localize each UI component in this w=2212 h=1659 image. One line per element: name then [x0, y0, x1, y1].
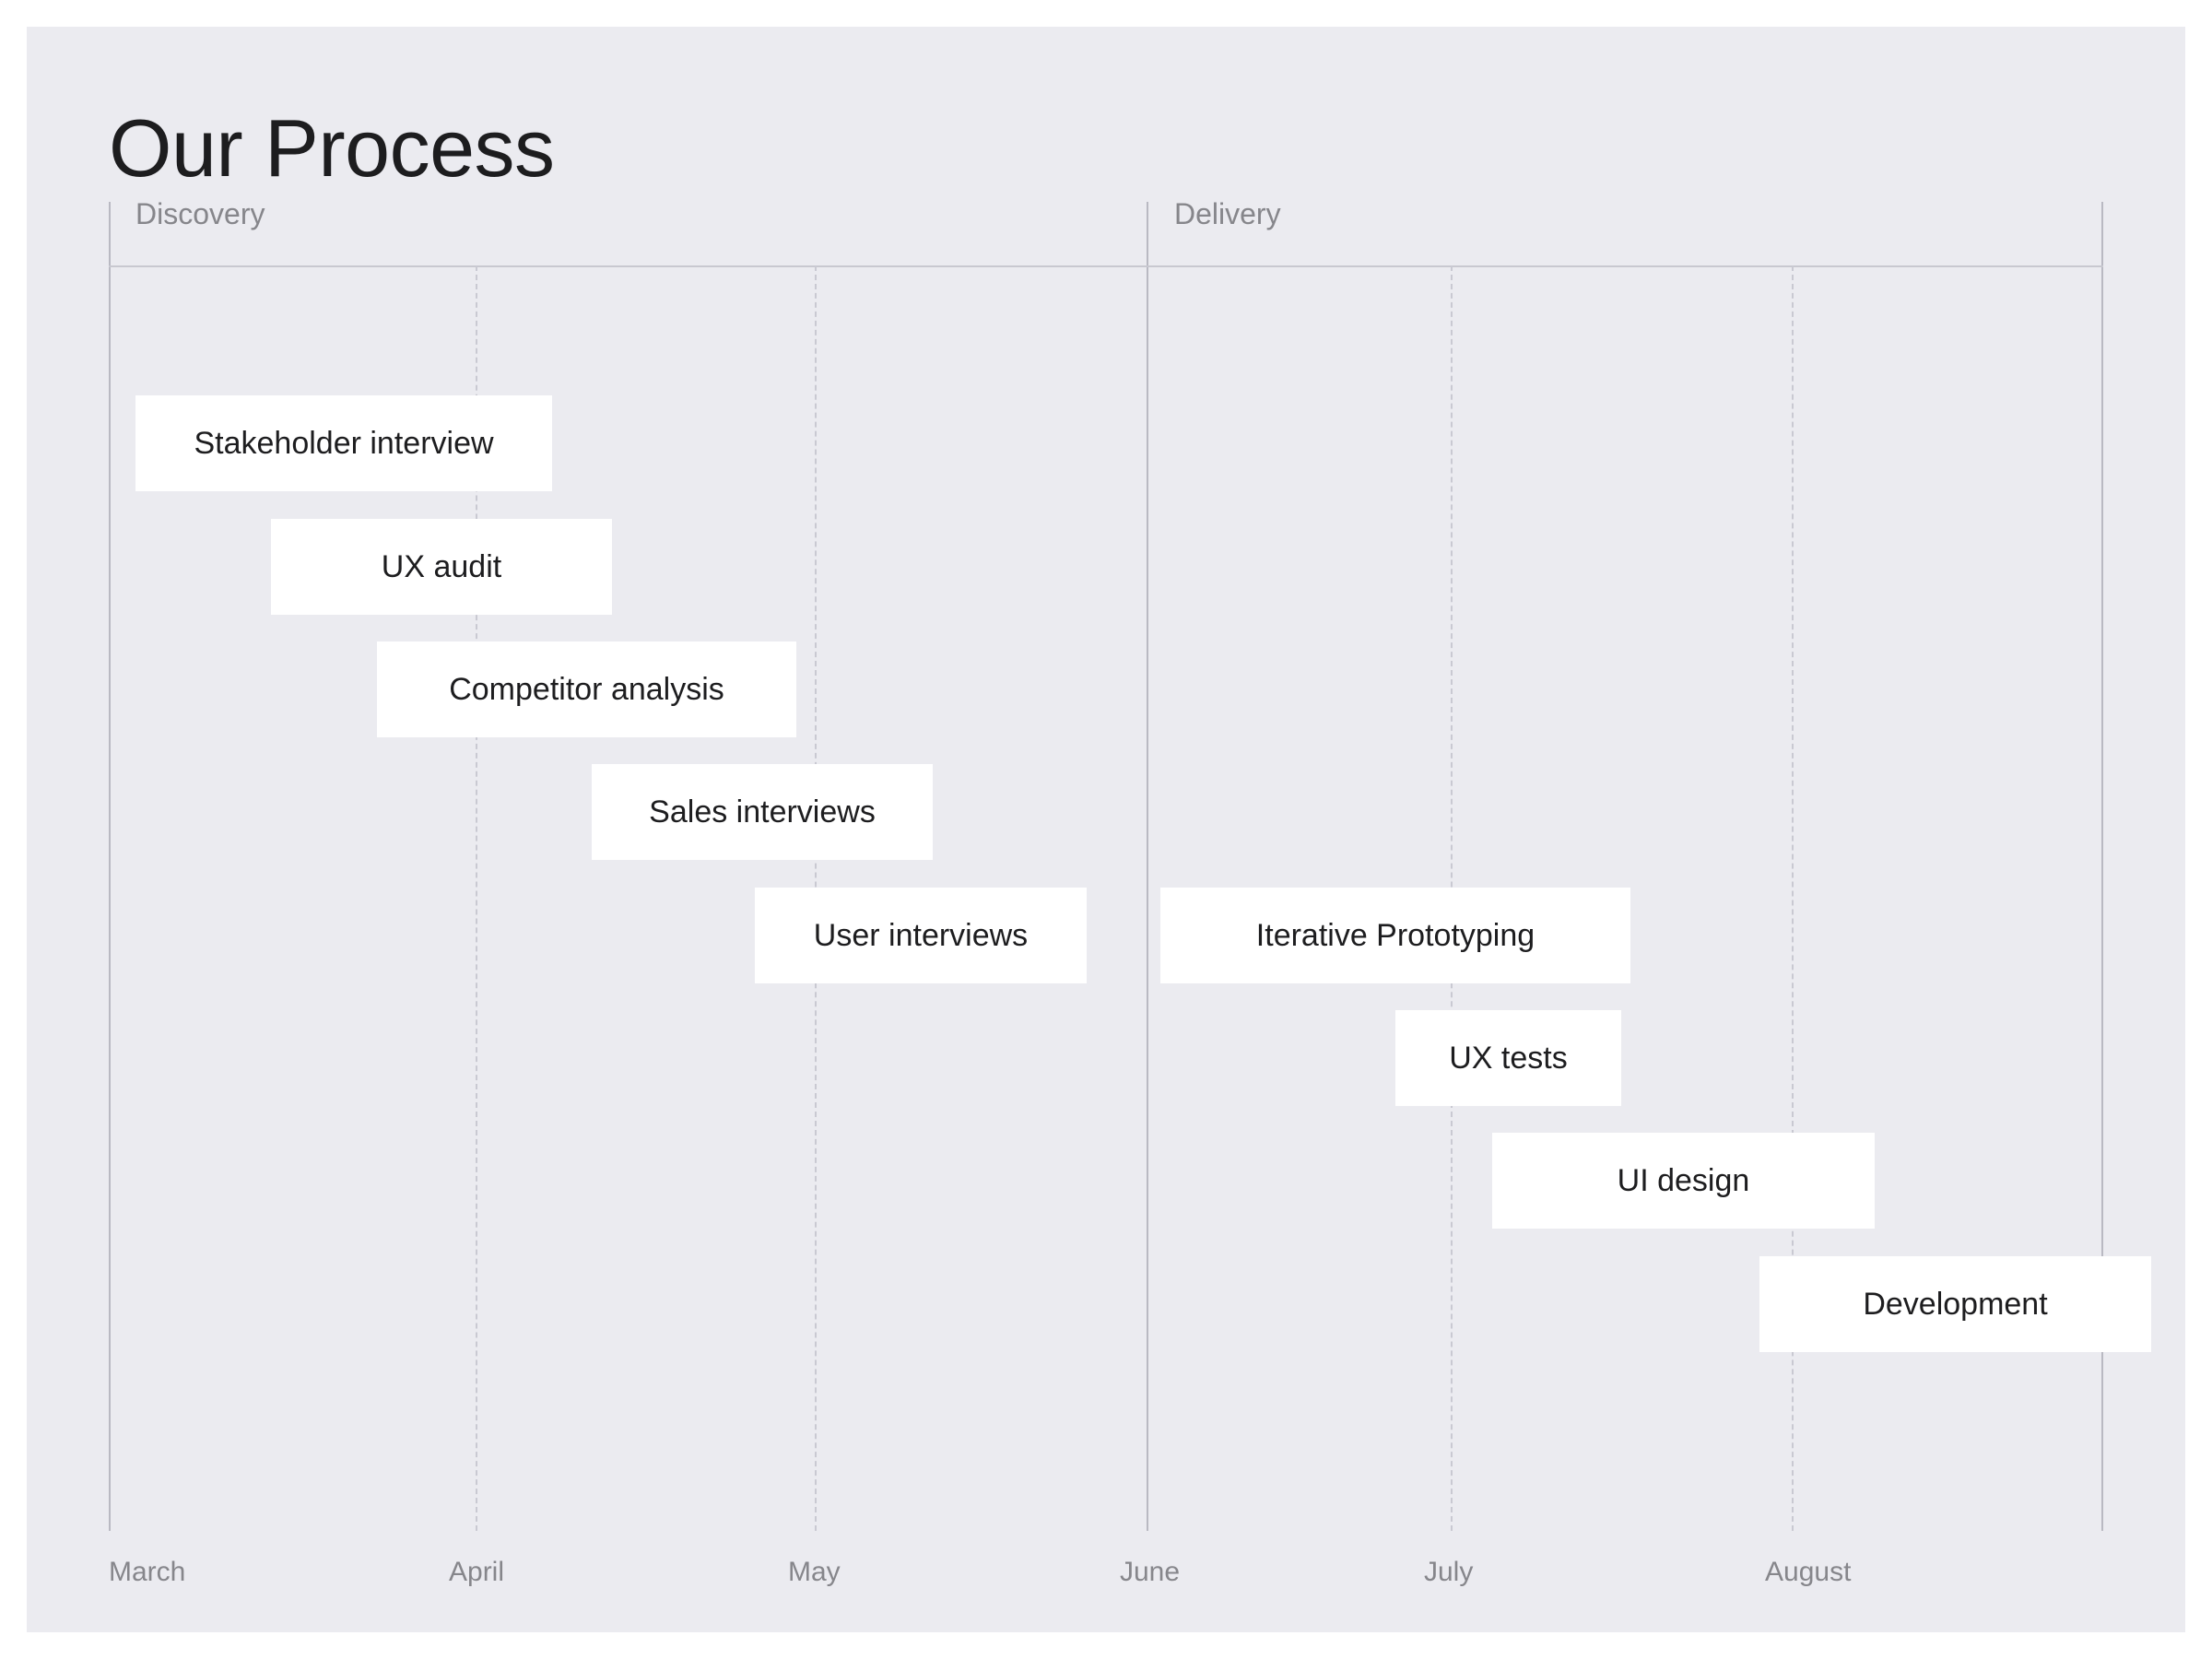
month-label-august: August: [1765, 1557, 1852, 1587]
month-label-march: March: [109, 1557, 186, 1587]
gridline-april: [476, 265, 477, 1531]
task-bar-user-interviews[interactable]: User interviews: [755, 888, 1087, 983]
task-label: UX audit: [381, 548, 502, 584]
task-bar-sales-interviews[interactable]: Sales interviews: [592, 764, 933, 860]
task-label: UI design: [1617, 1162, 1750, 1198]
task-bar-ux-audit[interactable]: UX audit: [271, 519, 612, 615]
month-label-may: May: [788, 1557, 841, 1587]
page-title: Our Process: [109, 102, 555, 194]
phase-label-delivery: Delivery: [1174, 197, 1281, 230]
gantt-chart: Discovery Delivery Stakeholder interview…: [27, 27, 2185, 1632]
phase-header-divider: [109, 265, 2103, 267]
phase-boundary-line-left: [109, 202, 111, 1531]
task-bar-ux-tests[interactable]: UX tests: [1395, 1010, 1621, 1106]
phase-label-discovery: Discovery: [135, 197, 265, 230]
task-label: User interviews: [813, 917, 1029, 953]
month-label-april: April: [449, 1557, 505, 1587]
month-label-july: July: [1424, 1557, 1474, 1587]
task-label: Stakeholder interview: [194, 425, 494, 461]
task-label: Sales interviews: [649, 794, 876, 830]
month-label-june: June: [1120, 1557, 1181, 1587]
gridline-august: [1792, 265, 1794, 1531]
task-label: Development: [1863, 1286, 2048, 1322]
phase-boundary-line-middle: [1147, 202, 1148, 1531]
task-label: UX tests: [1449, 1040, 1568, 1076]
task-bar-development[interactable]: Development: [1759, 1256, 2151, 1352]
task-bar-stakeholder-interview[interactable]: Stakeholder interview: [135, 395, 552, 491]
phase-boundary-line-right: [2101, 202, 2103, 1531]
task-bar-iterative-prototyping[interactable]: Iterative Prototyping: [1160, 888, 1630, 983]
task-label: Competitor analysis: [449, 671, 724, 707]
task-bar-ui-design[interactable]: UI design: [1492, 1133, 1875, 1229]
slide-panel: Our Process Discovery Delivery Stakehold…: [27, 27, 2185, 1632]
task-label: Iterative Prototyping: [1255, 917, 1535, 953]
task-bar-competitor-analysis[interactable]: Competitor analysis: [377, 641, 796, 737]
